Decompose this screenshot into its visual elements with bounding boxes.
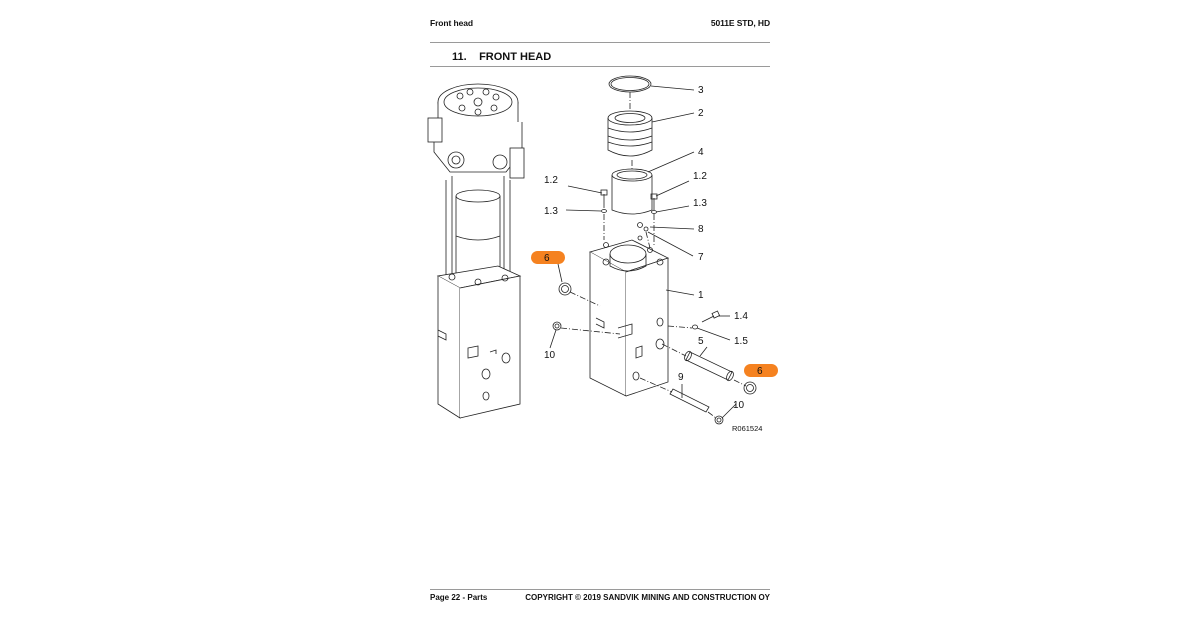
part-1-4-screw [701, 310, 721, 323]
callout-10-right: 10 [733, 400, 745, 411]
part-10-washer-right [714, 415, 724, 425]
part-2-bushing [607, 110, 653, 157]
callout-3: 3 [698, 85, 704, 96]
footer-page-label: Page 22 - Parts [430, 593, 488, 602]
callout-10-left: 10 [544, 350, 556, 361]
highlight-badge-left [531, 251, 565, 264]
highlight-badge-right [744, 364, 778, 377]
drawing-reference: R061524 [732, 424, 762, 433]
callout-5: 5 [698, 336, 704, 347]
leader-6-left [557, 263, 563, 283]
section-title-text: FRONT HEAD [479, 51, 552, 63]
alignment-lines [560, 92, 747, 419]
callout-1-2-left: 1.2 [544, 175, 558, 186]
part-1-front-head-body [588, 235, 670, 397]
callout-2: 2 [698, 108, 704, 119]
callout-labels: 3 2 4 1.2 1.2 1.3 1.3 8 7 6 1 1.4 1.5 10… [544, 85, 763, 433]
header-rule [430, 42, 770, 43]
footer-copyright: COPYRIGHT © 2019 SANDVIK MINING AND CONS… [525, 593, 770, 602]
callout-1-5: 1.5 [734, 336, 748, 347]
header-model-name: 5011E STD, HD [710, 18, 770, 28]
part-6-oring-left [558, 282, 572, 296]
callout-4: 4 [698, 147, 704, 158]
callout-6-left: 6 [544, 253, 550, 264]
header-section-name: Front head [430, 18, 473, 28]
title-rule [430, 66, 770, 67]
assembled-breaker-illustration [427, 83, 525, 419]
callout-6-right: 6 [757, 366, 763, 377]
callout-1-2-right: 1.2 [693, 171, 707, 182]
leader-lines [549, 85, 737, 419]
part-8-plug [637, 222, 649, 232]
part-9-pin [669, 388, 710, 413]
part-3-oring [608, 75, 652, 93]
section-title: 11. FRONT HEAD [452, 51, 551, 63]
callout-1-3-left: 1.3 [544, 206, 558, 217]
callout-1-4: 1.4 [734, 311, 748, 322]
footer-rule [430, 589, 770, 590]
part-6-oring-right [743, 381, 757, 395]
callout-8: 8 [698, 224, 704, 235]
callout-9: 9 [678, 372, 684, 383]
part-1-5-washer [692, 324, 698, 330]
callout-1: 1 [698, 290, 704, 301]
part-10-washer-left [552, 321, 562, 331]
callout-1-3-right: 1.3 [693, 198, 707, 209]
callout-7: 7 [698, 252, 704, 263]
section-number: 11. [452, 51, 467, 63]
part-5-pin [684, 350, 734, 382]
part-4-sleeve [611, 168, 653, 215]
